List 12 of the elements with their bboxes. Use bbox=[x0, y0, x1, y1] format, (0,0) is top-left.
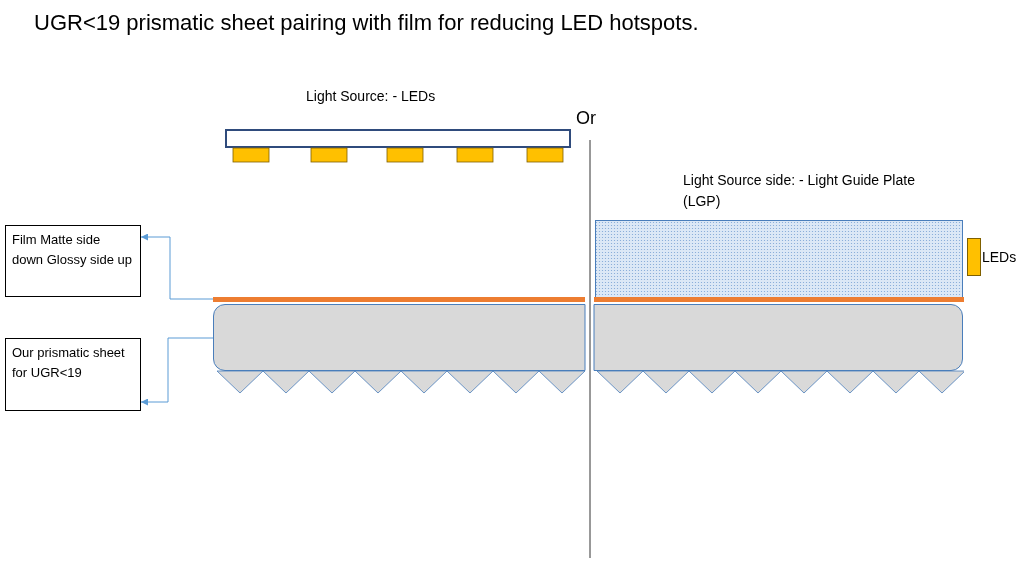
callout-box: Our prismatic sheet for UGR<19 bbox=[5, 338, 141, 411]
callout-box: Film Matte side down Glossy side up bbox=[5, 225, 141, 297]
plate-label: Light Source side: - Light Guide Plate (LGP) bbox=[683, 171, 916, 211]
film-strip bbox=[213, 296, 964, 303]
or-label: Or bbox=[576, 108, 596, 129]
title: UGR<19 prismatic sheet pairing with film for reducing LED hotspots. bbox=[34, 10, 699, 36]
led-bar bbox=[967, 238, 1017, 276]
leader-line bbox=[140, 337, 214, 406]
leader-line bbox=[140, 233, 214, 300]
prismatic-sheet bbox=[213, 304, 964, 394]
caption-text: Light Source: - LEDs bbox=[306, 86, 506, 107]
led-label: LEDs bbox=[982, 248, 1017, 267]
